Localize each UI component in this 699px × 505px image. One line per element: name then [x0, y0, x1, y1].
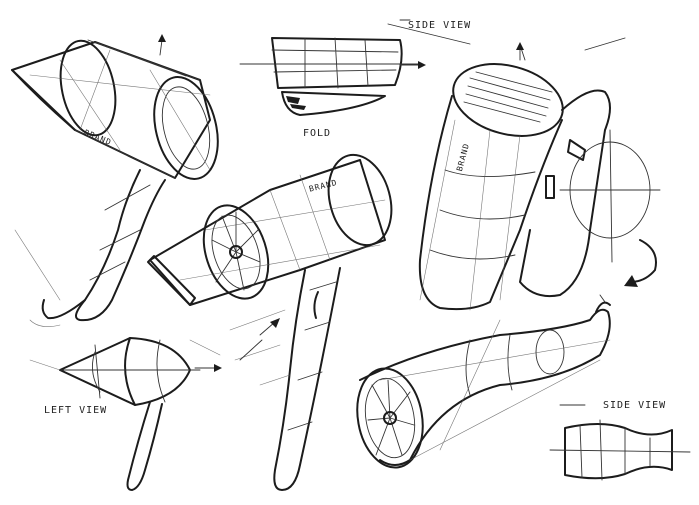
sketch-arrows	[158, 34, 606, 406]
label-side-view-bottom: SIDE VIEW	[603, 400, 667, 411]
label-side-view-top: SIDE VIEW	[408, 20, 472, 31]
sketch-dryer-upright-topright	[418, 37, 661, 311]
label-fold: FOLD	[303, 128, 332, 139]
sketch-dryer-side-view-bottom	[549, 419, 691, 481]
label-left-view: LEFT VIEW	[44, 405, 108, 416]
sketch-dryer-side-view-top	[239, 19, 471, 116]
sketch-dryer-lying-bottom	[356, 301, 611, 469]
sketch-dryer-perspective-topleft	[11, 39, 219, 327]
sketch-dryer-left-view	[29, 337, 221, 491]
